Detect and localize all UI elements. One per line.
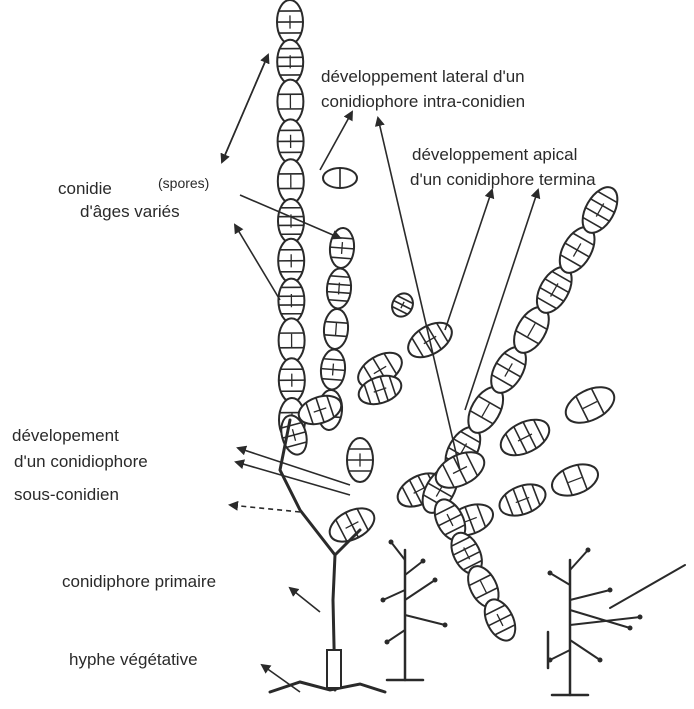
conidium-right-lower <box>495 478 550 521</box>
label-lateral-development-line2: conidiophore intra-conidien <box>321 91 525 112</box>
conidium-main-chain <box>278 318 304 362</box>
label-lateral-development-line1: développement lateral d'un <box>321 66 525 87</box>
conidium-main-chain <box>277 40 303 84</box>
conidium-secondary-chain <box>326 268 353 310</box>
conidium-right-chain <box>560 380 620 430</box>
label-apical-development-line2: d'un conidiphore termina <box>410 169 596 190</box>
label-sub-conidial-line2: d'un conidiophore <box>14 451 148 472</box>
label-conidia: conidie <box>58 178 112 199</box>
label-sub-conidial-line1: dévelopement <box>12 425 119 446</box>
conidium-right-lower <box>548 458 603 501</box>
label-apical-development-line1: développement apical <box>412 144 577 165</box>
mini-conidiophore-tree-2 <box>548 548 643 696</box>
mini-conidiophore-tree-1 <box>381 540 448 681</box>
conidium-secondary-chain <box>329 227 356 269</box>
conidium-sub-branch <box>347 438 373 482</box>
conidium-main-chain <box>277 80 303 124</box>
conidium-secondary-chain <box>323 308 350 350</box>
conidium-main-chain <box>277 119 303 163</box>
conidium-main-chain <box>278 239 304 283</box>
label-primary-conidiophore: conidiphore primaire <box>62 571 216 592</box>
label-sub-conidial-line3: sous-conidien <box>14 484 119 505</box>
conidium-small <box>388 290 417 320</box>
conidium-main-chain <box>279 358 305 402</box>
conidium-secondary-chain <box>320 349 347 391</box>
conidium-right-chain <box>495 412 555 462</box>
conidium-main-chain <box>277 0 303 44</box>
conidium-terminal <box>324 502 379 549</box>
conidium-main-chain <box>278 279 304 323</box>
conidium-lateral-intra <box>323 168 357 188</box>
label-spores: (spores) <box>158 173 209 194</box>
conidium-main-chain <box>278 159 304 203</box>
label-vegetative-hypha: hyphe végétative <box>69 649 198 670</box>
label-conidia-ages: d'âges variés <box>80 201 180 222</box>
